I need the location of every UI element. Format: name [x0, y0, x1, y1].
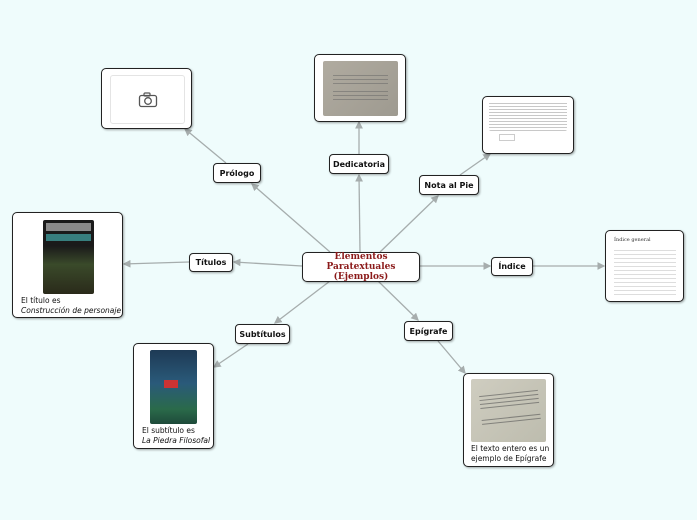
image-placeholder — [110, 75, 185, 124]
book-cover-construccion — [43, 220, 94, 294]
topic-subtitulos[interactable]: Subtítulos — [235, 324, 290, 344]
topic-indice[interactable]: Índice — [491, 257, 533, 276]
nota-image-box[interactable] — [482, 96, 574, 154]
indice-image-box[interactable]: Índice general — [605, 230, 684, 302]
center-title: Elementos Paratextuales — [326, 252, 396, 272]
central-topic[interactable]: Elementos Paratextuales(Ejemplos) — [302, 252, 420, 282]
epigrafe-image-box[interactable]: El texto entero es un ejemplo de Epígraf… — [463, 373, 554, 467]
epigrafe-caption: El texto entero es un ejemplo de Epígraf… — [471, 444, 550, 463]
indice-photo — [614, 247, 676, 297]
dedicatoria-photo — [323, 61, 398, 116]
prologo-image-box[interactable] — [101, 68, 192, 129]
nota-photo — [489, 101, 567, 131]
topic-prologo[interactable]: Prólogo — [213, 163, 261, 183]
topic-titulos[interactable]: Títulos — [189, 253, 233, 272]
center-subtitle: (Ejemplos) — [333, 272, 389, 282]
topic-epigrafe[interactable]: Epígrafe — [404, 321, 453, 341]
camera-icon — [138, 91, 157, 107]
dedicatoria-image-box[interactable] — [314, 54, 406, 122]
topic-nota-al-pie[interactable]: Nota al Pie — [419, 175, 479, 195]
topic-dedicatoria[interactable]: Dedicatoria — [329, 154, 389, 174]
epigrafe-photo — [471, 379, 546, 442]
book-cover-harry-potter — [150, 350, 197, 424]
